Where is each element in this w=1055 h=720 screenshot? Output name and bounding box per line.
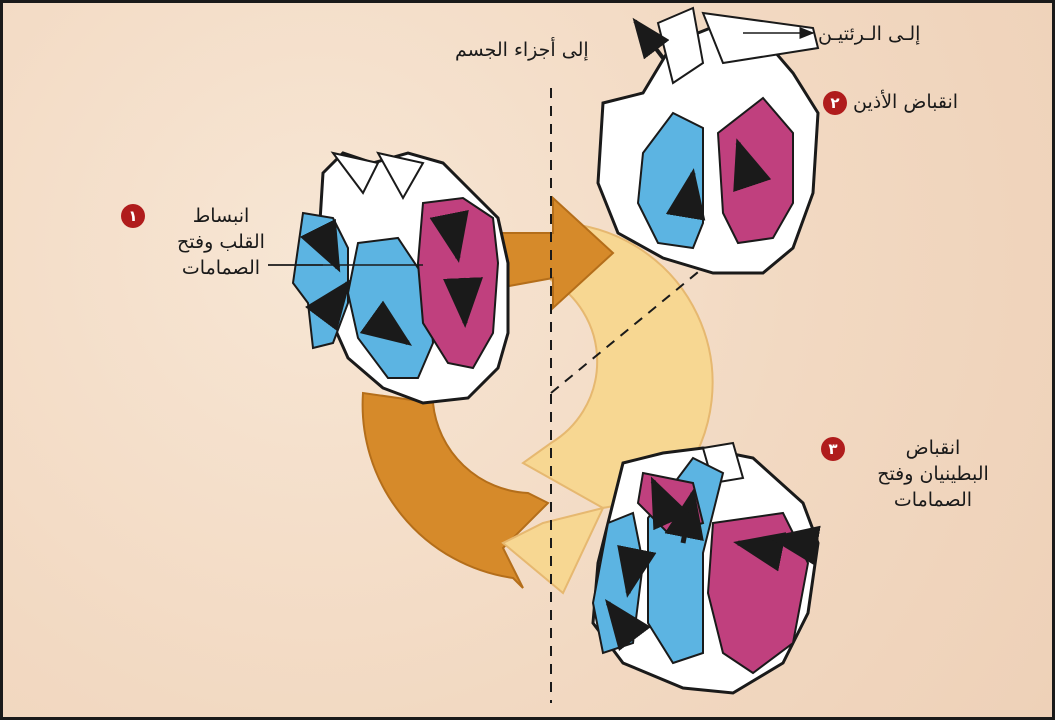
heart-atrial-systole <box>598 8 818 273</box>
stage-3-badge: ٣ <box>821 437 845 461</box>
stage-3-line-2: البطينيان وفتح <box>858 461 1008 487</box>
stage-1-label: انبساط القلب وفتح الصمامات <box>171 203 271 281</box>
stage-2-badge: ٢ <box>823 91 847 115</box>
stage-1-line-1: انبساط <box>171 203 271 229</box>
heart-ventricular-systole <box>593 443 818 693</box>
stage-1-line-3: الصمامات <box>171 255 271 281</box>
stage-3-line-3: الصمامات <box>858 487 1008 513</box>
label-to-lungs: إلـى الـرئتيـن <box>818 21 920 47</box>
label-to-body: إلى أجزاء الجسم <box>455 37 589 63</box>
heart-diastole <box>268 153 508 403</box>
stage-3-line-1: انقباض <box>858 435 1008 461</box>
stage-1-badge: ١ <box>121 204 145 228</box>
stage-3-label: انقباض البطينيان وفتح الصمامات <box>858 435 1008 513</box>
stage-1-line-2: القلب وفتح <box>171 229 271 255</box>
cycle-arrow-dark-left <box>363 393 548 588</box>
stage-2-label: انقباض الأذين <box>853 89 958 115</box>
